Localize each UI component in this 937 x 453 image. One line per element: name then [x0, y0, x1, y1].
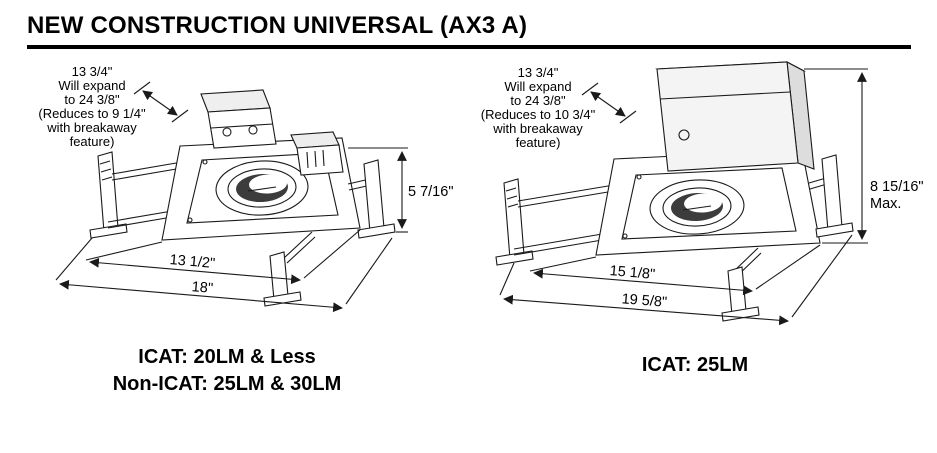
overall-width-dim-label: 18" — [191, 279, 214, 297]
right-figure-caption: ICAT: 25LM — [455, 352, 935, 379]
hanger-bracket-front — [263, 231, 316, 307]
aperture-ring — [215, 160, 309, 216]
expand-dimension-arrow — [581, 82, 637, 124]
left-caption-line-2: Non-ICAT: 25LM & 30LM — [112, 373, 342, 395]
expand-note-line-3: to 24 3/8" — [64, 92, 120, 107]
pan-width-dimension: 15 1/8" — [529, 244, 821, 296]
expand-note-line-2: Will expand — [58, 78, 125, 93]
height-dimension: 5 7/16" — [348, 147, 455, 233]
expand-note-line-2: Will expand — [504, 79, 571, 94]
icat-housing-box — [655, 61, 815, 172]
hanger-bracket-front — [721, 247, 762, 322]
aperture-ring — [649, 179, 745, 235]
height-dim-label: 5 7/16" — [408, 184, 453, 200]
height-dim-label: 8 15/16" — [870, 179, 924, 195]
overall-width-dimension: 19 5/8" — [499, 234, 853, 326]
left-fixture-drawing: 13 3/4" Will expand to 24 3/8" (Reduces … — [38, 64, 455, 313]
expand-note-line-4: (Reduces to 10 3/4" — [481, 107, 596, 122]
expand-note-line-1: 13 3/4" — [518, 65, 559, 80]
driver-box — [290, 131, 344, 176]
height-dim-qualifier: Max. — [870, 196, 901, 212]
expand-dimension-arrow — [133, 81, 189, 123]
pan-width-dim-label: 13 1/2" — [169, 252, 216, 272]
expand-note-line-6: feature) — [516, 135, 561, 150]
expand-note-line-5: with breakaway — [492, 121, 583, 136]
expand-note-line-6: feature) — [70, 134, 115, 149]
right-caption-line-1: ICAT: 25LM — [641, 354, 749, 376]
overall-width-dim-label: 19 5/8" — [621, 291, 668, 311]
expand-note: 13 3/4" Will expand to 24 3/8" (Reduces … — [38, 64, 146, 149]
right-fixture-drawing: 13 3/4" Will expand to 24 3/8" (Reduces … — [481, 61, 925, 326]
junction-box — [200, 89, 277, 149]
hanger-bracket-left — [495, 178, 621, 266]
overall-width-dimension: 18" — [55, 237, 393, 313]
hanger-bracket-right — [347, 159, 396, 239]
pan-width-dimension: 13 1/2" — [85, 229, 361, 285]
expand-note-line-3: to 24 3/8" — [510, 93, 566, 108]
page-title: NEW CONSTRUCTION UNIVERSAL (AX3 A) — [27, 12, 528, 39]
title-underline — [27, 45, 911, 49]
height-dimension: 8 15/16" Max. — [804, 68, 925, 244]
hanger-bracket-right — [808, 154, 854, 238]
left-caption-line-1: ICAT: 20LM & Less — [138, 346, 316, 368]
left-figure-caption: ICAT: 20LM & Less Non-ICAT: 25LM & 30LM — [12, 344, 442, 398]
expand-note: 13 3/4" Will expand to 24 3/8" (Reduces … — [481, 65, 596, 150]
expand-note-line-5: with breakaway — [46, 120, 137, 135]
expand-note-line-1: 13 3/4" — [72, 64, 113, 79]
expand-note-line-4: (Reduces to 9 1/4" — [38, 106, 146, 121]
pan-width-dim-label: 15 1/8" — [609, 263, 656, 283]
